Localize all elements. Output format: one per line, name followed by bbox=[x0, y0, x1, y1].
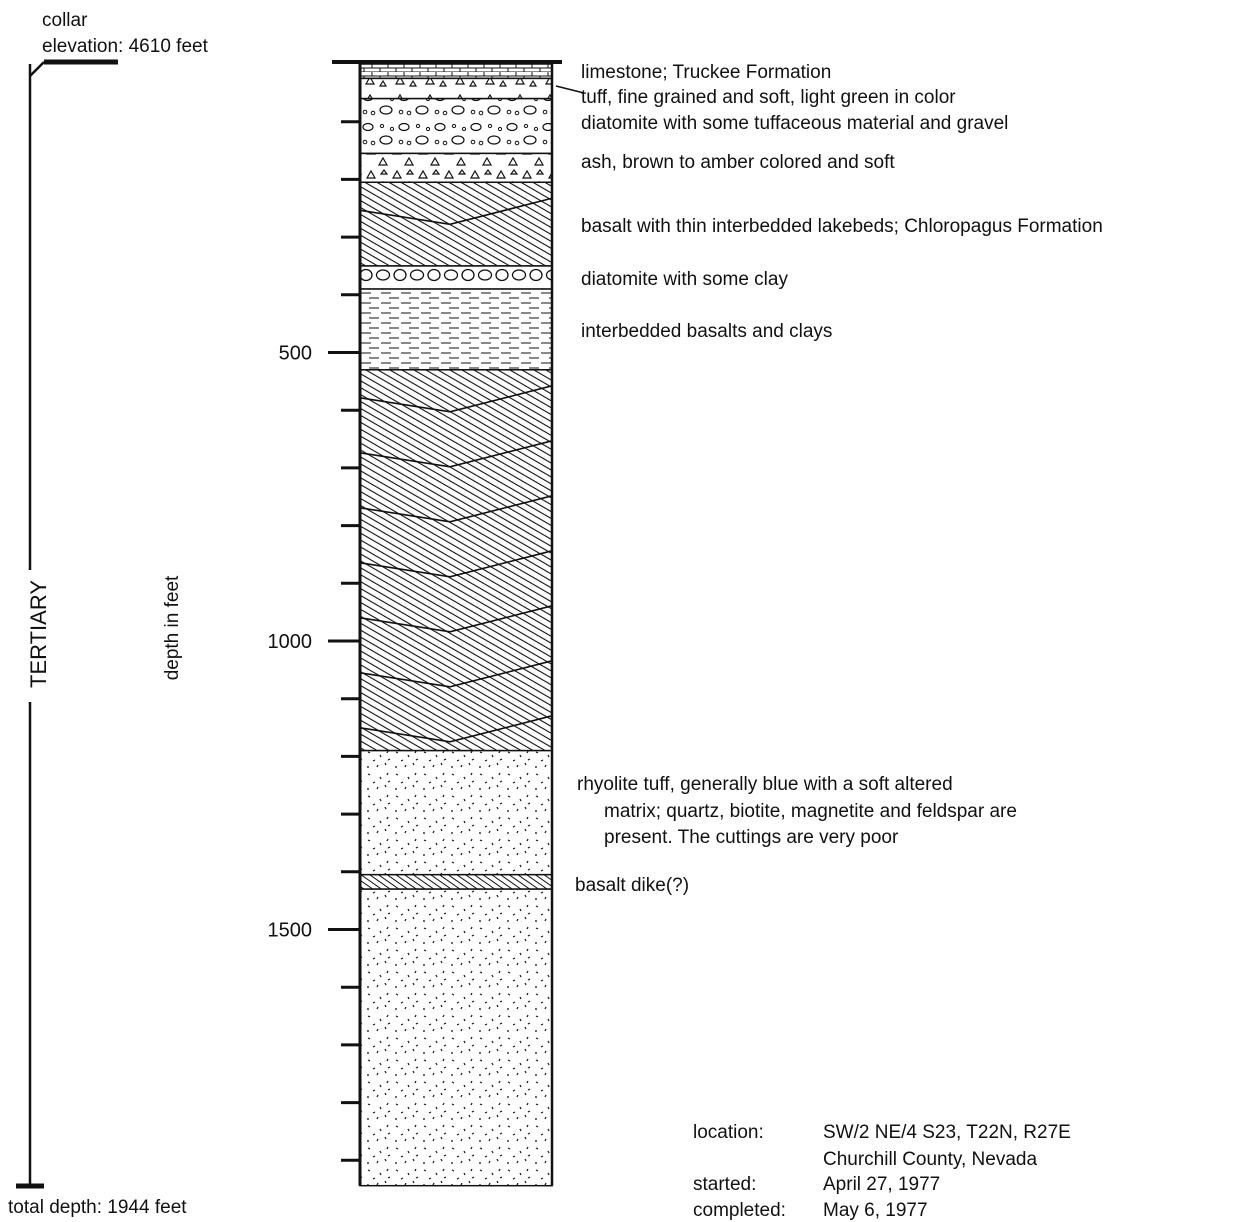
rhyolite-description-line-3: present. The cuttings are very poor bbox=[604, 827, 899, 848]
tick-label-500: 500 bbox=[279, 343, 312, 365]
layer-limestone bbox=[359, 63, 553, 80]
layer-ash bbox=[359, 152, 553, 184]
label-basalt-clay: interbedded basalts and clays bbox=[581, 321, 832, 342]
layer-basalt-clay bbox=[359, 288, 553, 371]
label-basalt-dike: basalt dike(?) bbox=[575, 875, 689, 896]
label-tuff: tuff, fine grained and soft, light green… bbox=[581, 87, 956, 108]
layer-tuff bbox=[359, 77, 553, 100]
major-ticks: 500 1000 1500 bbox=[268, 343, 360, 942]
layer-diatomite-clay bbox=[359, 265, 553, 290]
column-outline bbox=[332, 60, 562, 1186]
lithology-column bbox=[359, 63, 553, 1187]
bedding-lines-basalt-main bbox=[359, 385, 553, 743]
started-label: started: bbox=[693, 1174, 756, 1195]
rhyolite-description-line-2: matrix; quartz, biotite, magnetite and f… bbox=[604, 801, 1017, 822]
collar-label: collar bbox=[42, 10, 88, 31]
location-label: location: bbox=[693, 1122, 764, 1143]
tertiary-bracket bbox=[16, 59, 118, 1189]
started-value: April 27, 1977 bbox=[823, 1174, 940, 1195]
completed-label: completed: bbox=[693, 1200, 786, 1221]
collar-elevation-label: elevation: 4610 feet bbox=[42, 36, 209, 57]
label-limestone: limestone; Truckee Formation bbox=[581, 62, 831, 83]
layer-basalt-main bbox=[359, 369, 553, 752]
label-diatomite-clay: diatomite with some clay bbox=[581, 269, 788, 290]
tick-label-1000: 1000 bbox=[268, 631, 313, 653]
layer-rhyolite-upper bbox=[359, 749, 553, 876]
axis-title: depth in feet bbox=[162, 575, 183, 680]
info-block: location: SW/2 NE/4 S23, T22N, R27E Chur… bbox=[693, 1122, 1071, 1221]
label-diatomite-gravel: diatomite with some tuffaceous material … bbox=[581, 113, 1008, 134]
layer-descriptions: limestone; Truckee Formation tuff, fine g… bbox=[555, 62, 1103, 896]
label-basalt-lakebeds: basalt with thin interbedded lakebeds; C… bbox=[581, 216, 1103, 237]
minor-ticks bbox=[341, 120, 360, 1162]
layer-rhyolite-lower bbox=[359, 888, 553, 1187]
layer-basalt-lakebeds bbox=[359, 181, 553, 267]
era-label: TERTIARY bbox=[26, 580, 51, 688]
bedding-lines-basalt-lakebeds bbox=[359, 197, 553, 226]
tuff-leader-line bbox=[555, 85, 585, 94]
label-ash: ash, brown to amber colored and soft bbox=[581, 152, 895, 173]
layer-basalt-dike bbox=[359, 873, 553, 890]
layer-diatomite-gravel bbox=[359, 97, 553, 155]
completed-value: May 6, 1977 bbox=[823, 1200, 928, 1221]
location-value-line2: Churchill County, Nevada bbox=[823, 1149, 1037, 1170]
location-value-line1: SW/2 NE/4 S23, T22N, R27E bbox=[823, 1122, 1071, 1143]
label-rhyolite-upper: rhyolite tuff, generally blue with a sof… bbox=[577, 774, 953, 795]
total-depth-label: total depth: 1944 feet bbox=[8, 1197, 187, 1218]
tick-label-1500: 1500 bbox=[268, 920, 313, 942]
